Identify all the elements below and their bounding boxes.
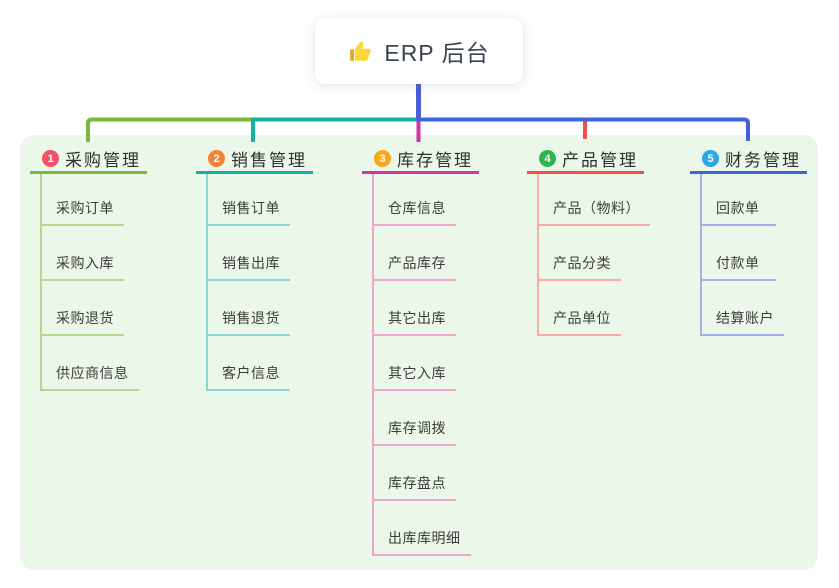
node-product-material[interactable]: 产品（物料） — [539, 174, 650, 226]
branch-sales-children: 销售订单 销售出库 销售退货 客户信息 — [206, 174, 290, 391]
branch-purchase-title: 采购管理 — [65, 151, 141, 170]
branch-product-title: 产品管理 — [562, 151, 638, 170]
node-stock-taking[interactable]: 库存盘点 — [374, 446, 456, 501]
node-settlement-account[interactable]: 结算账户 — [702, 281, 784, 336]
branches-background-panel — [20, 135, 818, 570]
badge-4: 4 — [539, 150, 556, 167]
node-receipt-voucher[interactable]: 回款单 — [702, 174, 776, 226]
thumbs-up-icon — [350, 41, 371, 61]
branch-purchase: 1 采购管理 采购订单 采购入库 采购退货 供应商信息 — [30, 146, 147, 391]
node-product-stock[interactable]: 产品库存 — [374, 226, 456, 281]
branch-finance: 5 财务管理 回款单 付款单 结算账户 — [690, 146, 807, 336]
node-sales-return[interactable]: 销售退货 — [208, 281, 290, 336]
branch-purchase-children: 采购订单 采购入库 采购退货 供应商信息 — [40, 174, 139, 391]
node-other-outbound[interactable]: 其它出库 — [374, 281, 456, 336]
root-node-title: ERP 后台 — [384, 40, 490, 66]
branch-product-node[interactable]: 4 产品管理 — [527, 146, 644, 174]
node-supplier-info[interactable]: 供应商信息 — [42, 336, 139, 391]
branch-inventory-title: 库存管理 — [397, 151, 473, 170]
branch-finance-children: 回款单 付款单 结算账户 — [700, 174, 784, 336]
badge-3: 3 — [374, 150, 391, 167]
badge-2: 2 — [208, 150, 225, 167]
node-payment-voucher[interactable]: 付款单 — [702, 226, 776, 281]
node-product-category[interactable]: 产品分类 — [539, 226, 621, 281]
node-product-unit[interactable]: 产品单位 — [539, 281, 621, 336]
node-sales-order[interactable]: 销售订单 — [208, 174, 290, 226]
node-customer-info[interactable]: 客户信息 — [208, 336, 290, 391]
node-sales-outbound[interactable]: 销售出库 — [208, 226, 290, 281]
node-purchase-return[interactable]: 采购退货 — [42, 281, 124, 336]
branch-sales-title: 销售管理 — [231, 151, 307, 170]
branch-purchase-node[interactable]: 1 采购管理 — [30, 146, 147, 174]
branch-product-children: 产品（物料） 产品分类 产品单位 — [537, 174, 650, 336]
node-stock-transfer[interactable]: 库存调拨 — [374, 391, 456, 446]
branch-sales-node[interactable]: 2 销售管理 — [196, 146, 313, 174]
branch-finance-node[interactable]: 5 财务管理 — [690, 146, 807, 174]
branch-inventory-children: 仓库信息 产品库存 其它出库 其它入库 库存调拨 库存盘点 出库库明细 — [372, 174, 471, 556]
node-outbound-detail[interactable]: 出库库明细 — [374, 501, 471, 556]
branch-sales: 2 销售管理 销售订单 销售出库 销售退货 客户信息 — [196, 146, 313, 391]
node-warehouse-info[interactable]: 仓库信息 — [374, 174, 456, 226]
branch-product: 4 产品管理 产品（物料） 产品分类 产品单位 — [527, 146, 650, 336]
badge-1: 1 — [42, 150, 59, 167]
node-other-inbound[interactable]: 其它入库 — [374, 336, 456, 391]
branch-inventory-node[interactable]: 3 库存管理 — [362, 146, 479, 174]
node-purchase-order[interactable]: 采购订单 — [42, 174, 124, 226]
root-node[interactable]: ERP 后台 — [315, 18, 523, 84]
node-purchase-inbound[interactable]: 采购入库 — [42, 226, 124, 281]
branch-finance-title: 财务管理 — [725, 151, 801, 170]
badge-5: 5 — [702, 150, 719, 167]
branch-inventory: 3 库存管理 仓库信息 产品库存 其它出库 其它入库 库存调拨 库存盘点 出库库… — [362, 146, 479, 556]
